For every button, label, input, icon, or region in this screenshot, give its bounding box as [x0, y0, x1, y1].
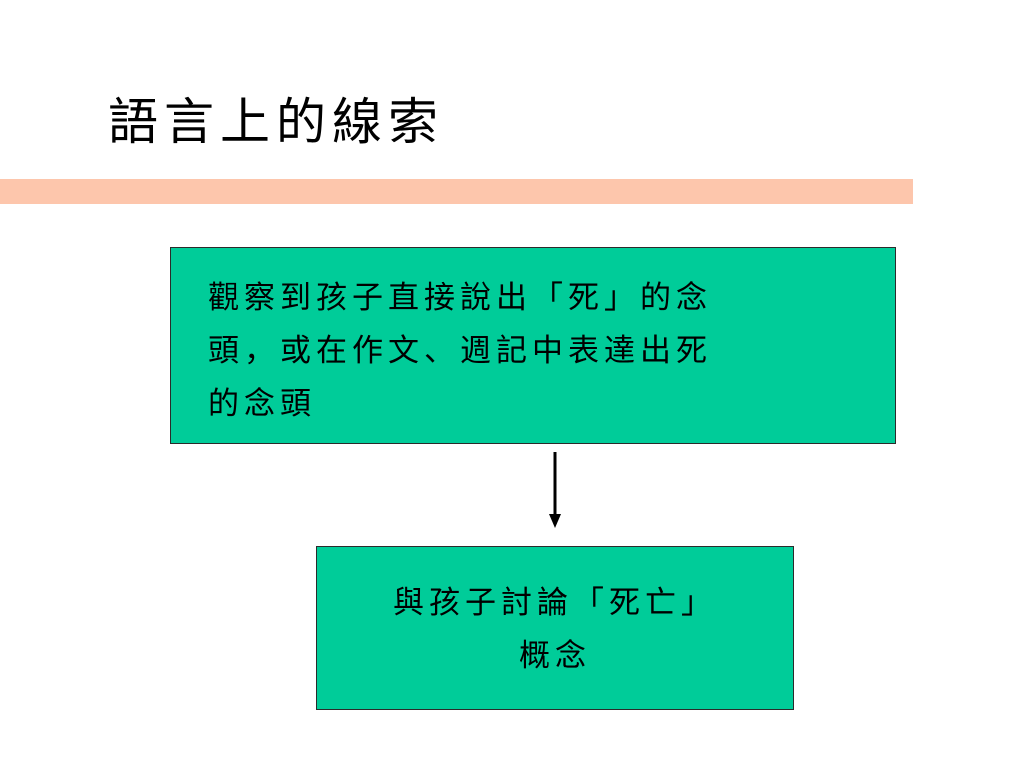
flow-arrow-down-icon [549, 452, 561, 528]
discussion-text-line-1: 與孩子討論「死亡」 [393, 585, 717, 621]
observation-text-line-2: 頭，或在作文、週記中表達出死 [208, 333, 712, 369]
observation-text-line-3: 的念頭 [208, 386, 316, 422]
title-underline-bar [0, 179, 913, 204]
slide-title: 語言上的線索 [108, 93, 444, 151]
discussion-text-line-2: 概念 [519, 638, 591, 674]
observation-text-line-1: 觀察到孩子直接說出「死」的念 [208, 280, 712, 316]
observation-box: 觀察到孩子直接說出「死」的念 頭，或在作文、週記中表達出死 的念頭 [170, 247, 896, 444]
discussion-box: 與孩子討論「死亡」 概念 [316, 546, 794, 710]
